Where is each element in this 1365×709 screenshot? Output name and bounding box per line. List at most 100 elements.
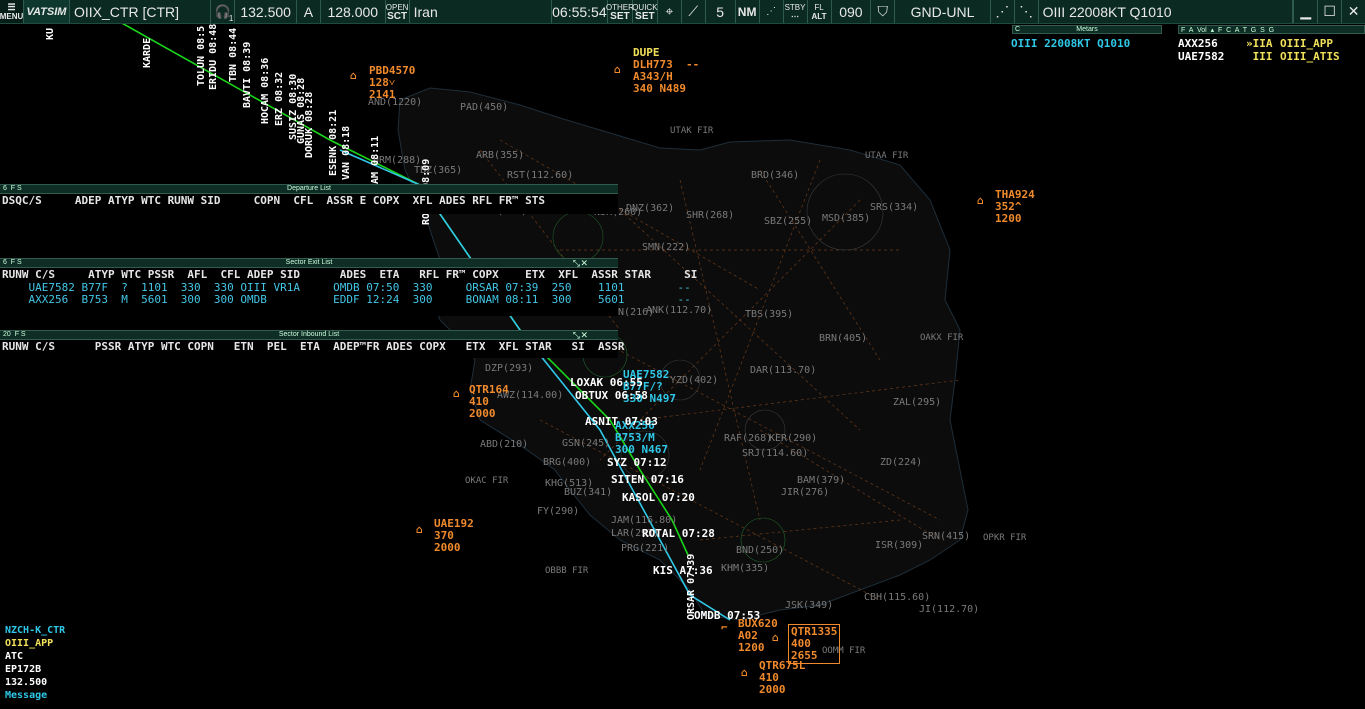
status-line-5: 132.500 <box>5 677 48 688</box>
metar-panel-text: OIII 22008KT Q1010 <box>1011 37 1131 50</box>
metar-panel-c[interactable]: C <box>1015 26 1021 33</box>
menu-icon: ☰ <box>7 1 16 12</box>
fl-label: FL <box>814 2 824 12</box>
aircraft-symbol[interactable]: ⌂ <box>741 666 748 679</box>
sector-inbound-list[interactable]: 20 F S Sector Inbound List ⤡ ✕ RUNW C/S … <box>0 330 625 358</box>
metar-panel-header[interactable]: C Metars <box>1012 25 1162 34</box>
traffic-label-line: 2000 <box>759 683 786 696</box>
traffic-label-line: 400 <box>791 637 811 650</box>
menu-button[interactable]: ☰ MENU <box>0 0 24 23</box>
exit-list-close-icon[interactable]: ✕ <box>580 258 588 268</box>
navaid-label: BRG(400) <box>543 457 592 468</box>
frequency-secondary[interactable]: 128.000 <box>321 0 386 23</box>
exit-list-row[interactable]: UAE7582 B77F ? 1101 330 330 OIII VR1A OM… <box>2 281 691 294</box>
exit-list-resize-icon[interactable]: ⤡ <box>572 258 580 268</box>
filter-button[interactable]: ⛉ <box>871 0 896 23</box>
fir-label: OAKX FIR <box>920 333 964 343</box>
traffic-label-line: 2000 <box>469 407 496 420</box>
navaid-label: SRS(334) <box>870 202 919 213</box>
inbound-list-close-icon[interactable]: ✕ <box>580 330 588 340</box>
fl-alt-button[interactable]: FL ALT <box>808 0 832 23</box>
departure-list-count: 6 F S <box>3 185 22 192</box>
departure-list[interactable]: 6 F S Departure List DSQC/S ADEP ATYP WT… <box>0 184 618 214</box>
dots-tool-button[interactable]: ⋰ <box>760 0 784 23</box>
navaid-label: DAR(113.70) <box>750 365 817 376</box>
atis-row-station[interactable]: OIII_ATIS <box>1280 50 1340 63</box>
navaid-label: BRN(405) <box>819 333 868 344</box>
atis-row-callsign[interactable]: AXX256 <box>1178 37 1218 50</box>
maximize-button[interactable]: ☐ <box>1317 0 1341 23</box>
atis-panel-header[interactable]: F A Vol ▴ F C A T G S G <box>1178 25 1365 34</box>
vertical-route-label: KARDE <box>142 37 153 68</box>
tag-icon: ⌖ <box>665 3 674 19</box>
navaid-label: BAM(379) <box>797 475 846 486</box>
navaid-label: NSR(260) <box>594 207 643 218</box>
draw-icon: ⋰ <box>995 3 1010 19</box>
exit-list-titlebar[interactable]: 6 F S Sector Exit List ⤡ ✕ <box>0 258 618 268</box>
aircraft-symbol[interactable]: ⌂ <box>614 63 621 76</box>
aircraft-symbol[interactable]: ⌂ <box>416 523 423 536</box>
atis-row-callsign[interactable]: UAE7582 <box>1178 50 1225 63</box>
inbound-list-count: 20 F S <box>3 331 26 338</box>
navaid-label: FY(290) <box>537 506 580 517</box>
exit-list-row[interactable]: AXX256 B753 M 5601 300 300 OMDB EDDF 12:… <box>2 293 691 306</box>
traffic-label-line: QTR1335 <box>791 625 838 638</box>
traffic-label-line: A343/H <box>633 70 673 83</box>
tag-tool-button[interactable]: ⌖ <box>658 0 682 23</box>
callsign-display[interactable]: OIIX_CTR [CTR] <box>70 0 212 23</box>
unit-toggle[interactable]: NM <box>736 0 760 23</box>
headset-icon: 🎧 <box>214 3 231 19</box>
traffic-label-line: 128˅ <box>369 76 396 89</box>
quick-set-button[interactable]: QUICK SET <box>632 0 658 23</box>
message-button[interactable]: Message <box>5 690 48 701</box>
draw-tool-button[interactable]: ⋰ <box>991 0 1015 23</box>
navaid-label: JIR(276) <box>781 487 830 498</box>
stby-button[interactable]: STBY ⋯ <box>784 0 808 23</box>
atis-row-mark: »IIA <box>1246 37 1273 50</box>
aircraft-symbol[interactable]: ⌂ <box>453 387 460 400</box>
traffic-label-line: AXX256 <box>615 419 655 432</box>
navaid-label: SMN(222) <box>642 242 691 253</box>
sector-exit-list[interactable]: 6 F S Sector Exit List ⤡ ✕ RUNW C/S ATYP… <box>0 258 697 316</box>
altitude-filter[interactable]: GND-UNL <box>895 0 991 23</box>
inbound-list-resize-icon[interactable]: ⤡ <box>572 330 580 340</box>
minimize-button[interactable]: ▁ <box>1293 0 1317 23</box>
measure-tool-button[interactable]: ⟋ <box>682 0 706 23</box>
frequency-primary[interactable]: 132.500 <box>235 0 297 23</box>
aircraft-symbol[interactable]: ⌂ <box>977 194 984 207</box>
atis-letter[interactable]: A <box>297 0 321 23</box>
traffic-label-line: DUPE <box>633 46 660 59</box>
open-sct-bottom: SCT <box>387 10 408 22</box>
metar-display[interactable]: OIII 22008KT Q1010 <box>1039 0 1294 23</box>
range-value[interactable]: 5 <box>706 0 736 23</box>
route-tool-button[interactable]: ⋱ <box>1015 0 1039 23</box>
departure-list-title: Departure List <box>287 185 331 192</box>
heading-value[interactable]: 090 <box>832 0 872 23</box>
open-sct-button[interactable]: OPEN SCT <box>386 0 410 23</box>
traffic-label-line: 1200 <box>738 641 765 654</box>
aircraft-symbol[interactable]: ⌂ <box>772 631 779 644</box>
aircraft-symbol[interactable]: ⌐ <box>721 621 728 634</box>
route-icon: ⋱ <box>1019 3 1034 19</box>
other-set-button[interactable]: OTHER SET <box>606 0 634 23</box>
filter-icon: ⛉ <box>877 3 889 19</box>
vertical-route-label: BAVTI 08:39 <box>242 41 253 108</box>
departure-list-titlebar[interactable]: 6 F S Departure List <box>0 184 618 194</box>
headset-button[interactable]: 🎧 1 <box>211 0 236 23</box>
sector-name[interactable]: Iran <box>410 0 552 23</box>
traffic-label-line: UAE192 <box>434 517 474 530</box>
atis-row-station[interactable]: OIII_APP <box>1280 37 1333 50</box>
close-button[interactable]: ✕ <box>1341 0 1365 23</box>
aircraft-symbol[interactable]: ⌂ <box>350 69 357 82</box>
inbound-list-titlebar[interactable]: 20 F S Sector Inbound List ⤡ ✕ <box>0 330 618 340</box>
